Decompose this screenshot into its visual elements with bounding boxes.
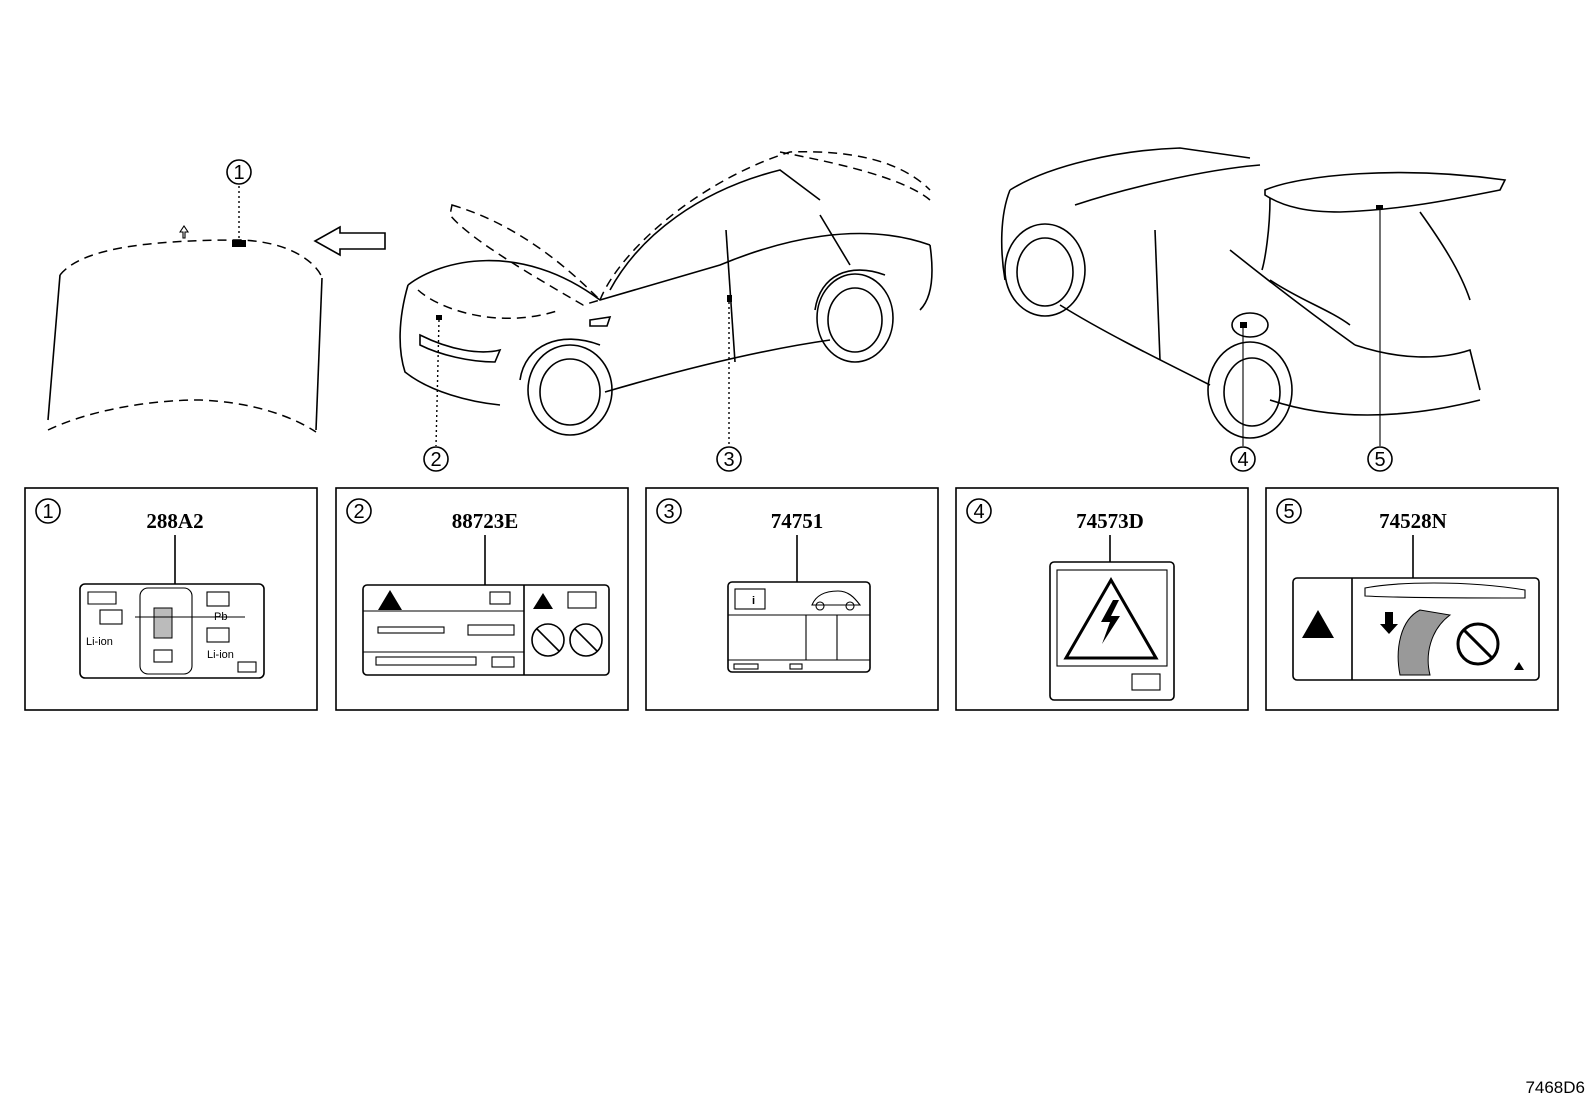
panel-3-number: 3 xyxy=(663,501,674,523)
callout-number-2: 2 xyxy=(430,449,441,471)
panel-2: 2 88723E xyxy=(346,498,610,676)
callout-circle-1 xyxy=(226,159,252,185)
callout-number-4: 4 xyxy=(1237,449,1248,471)
panel-4-part-number: 74573D xyxy=(1076,509,1144,533)
callout-number-1: 1 xyxy=(233,162,244,184)
label1-pb-text: Pb xyxy=(214,611,227,623)
hood-illustration: 1 xyxy=(47,159,323,433)
panel-1: 1 288A2 Pb Li-ion Li-ion xyxy=(35,498,265,679)
callout-circle-5 xyxy=(1367,446,1393,472)
callout-number-5: 5 xyxy=(1374,449,1385,471)
panel-1-number: 1 xyxy=(42,501,53,523)
label-panels xyxy=(24,487,1559,711)
label1-li-ion-right: Li-ion xyxy=(207,649,234,661)
panel-5-part-number: 74528N xyxy=(1379,509,1447,533)
panel-5-number: 5 xyxy=(1283,501,1294,523)
car-rear-view: 4 5 xyxy=(1000,147,1507,472)
panel-2-number: 2 xyxy=(353,501,364,523)
svg-text:i: i xyxy=(752,595,755,607)
label1-li-ion-left: Li-ion xyxy=(86,636,113,648)
callout-number-3: 3 xyxy=(723,449,734,471)
panel-2-part-number: 88723E xyxy=(452,509,519,533)
callout-circle-2 xyxy=(423,446,449,472)
label-1-location xyxy=(232,240,246,247)
panel-4-number: 4 xyxy=(973,501,984,523)
callout-circle-3 xyxy=(716,446,742,472)
diagram-code: 7468D6 xyxy=(1525,1078,1585,1097)
panel-3-part-number: 74751 xyxy=(771,509,824,533)
panel-1-part-number: 288A2 xyxy=(146,509,203,533)
direction-arrow xyxy=(313,225,386,257)
panel-4: 4 74573D xyxy=(966,498,1175,701)
car-front-view: 2 3 xyxy=(399,151,933,472)
panel-5: 5 74528N xyxy=(1276,498,1540,681)
callout-circle-4 xyxy=(1230,446,1256,472)
panel-3: 3 74751 i xyxy=(656,498,871,673)
